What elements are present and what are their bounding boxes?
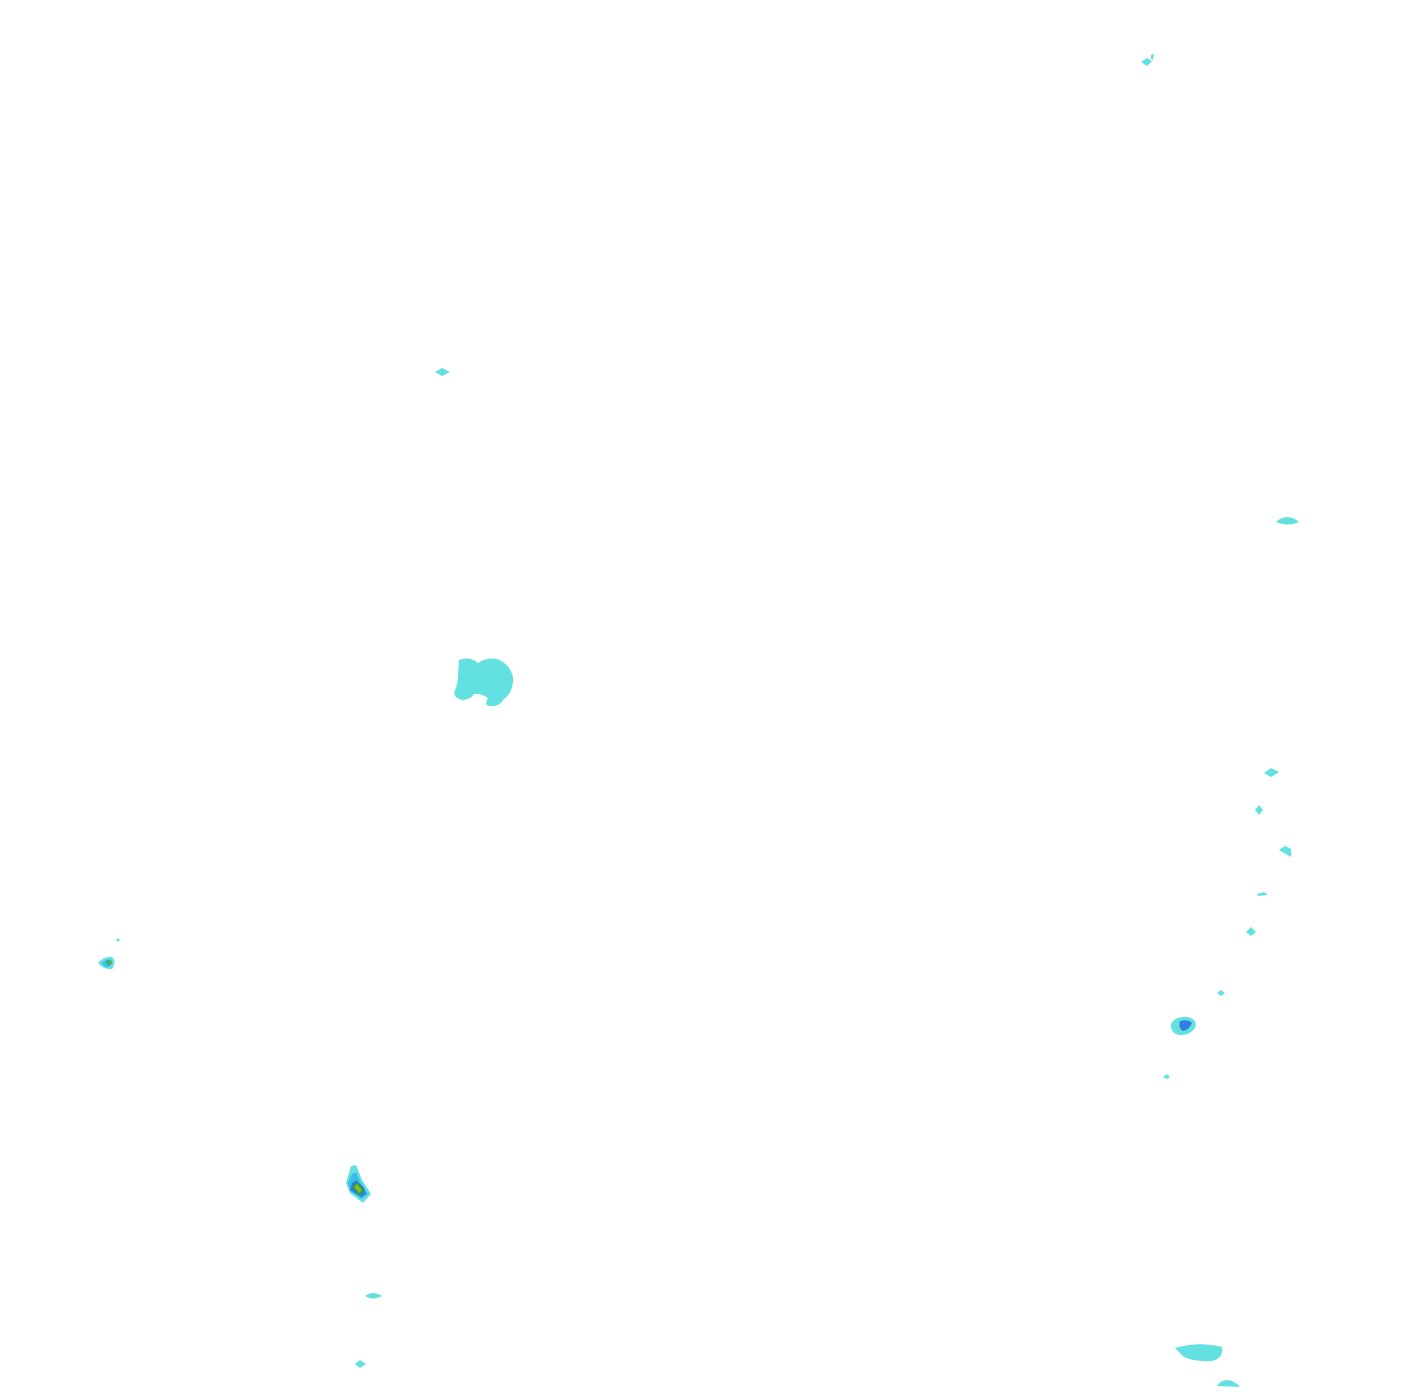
contour-level-1	[1257, 892, 1268, 896]
contour-blob-upper-middle	[435, 368, 450, 376]
contour-blob-center	[454, 658, 514, 707]
contour-level-1	[1217, 1380, 1240, 1387]
contour-level-1	[355, 1360, 366, 1368]
contour-level-1	[1163, 1074, 1170, 1079]
contour-level-5	[108, 961, 111, 964]
contour-level-1	[116, 938, 120, 942]
contour-level-1	[1276, 517, 1299, 525]
contour-blob-right-chain	[1163, 768, 1291, 1079]
contour-level-5	[354, 1184, 362, 1193]
contour-level-1	[1246, 927, 1256, 936]
contour-level-1	[1141, 58, 1152, 66]
contour-blob-top-right	[1141, 54, 1154, 66]
contour-blob-lower-left	[346, 1165, 371, 1203]
contour-level-1	[1255, 805, 1263, 815]
contour-level-1	[1151, 54, 1154, 60]
contour-blob-right-mid	[1170, 1016, 1196, 1036]
contour-level-1	[1264, 768, 1279, 777]
contour-blob-bottom-left	[355, 1293, 382, 1368]
contour-blob-bottom-right	[1175, 1344, 1240, 1387]
contour-blob-right-upper	[1276, 517, 1299, 525]
contour-level-1	[435, 368, 450, 376]
contour-level-1	[1175, 1344, 1223, 1362]
contour-level-1	[1279, 846, 1291, 857]
contour-level-1	[365, 1293, 382, 1299]
contour-blob-left	[98, 938, 120, 970]
contour-level-3	[1179, 1020, 1192, 1031]
contour-level-1	[1217, 990, 1225, 996]
contour-level-1	[454, 658, 514, 707]
